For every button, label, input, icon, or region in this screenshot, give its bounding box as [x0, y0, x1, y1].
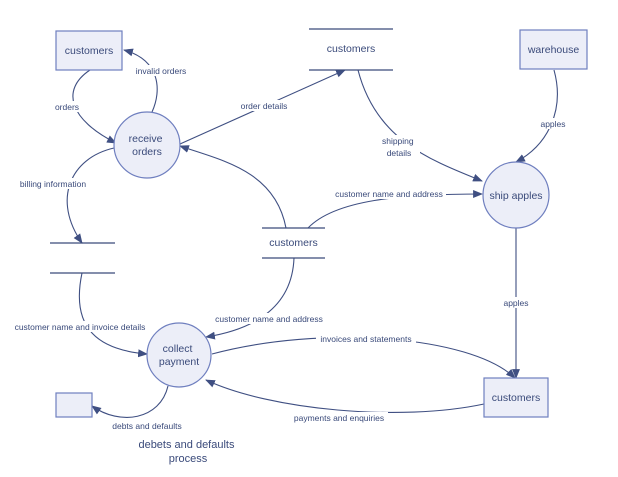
label-customer-invoice-details: customer name and invoice details [15, 322, 146, 332]
label-apples-to-customers: apples [503, 298, 528, 308]
entity-customers-bottom-right[interactable]: customers [483, 377, 549, 418]
flow-customer-name-address-ship[interactable] [307, 190, 483, 229]
process-collect-payment[interactable]: collect payment [146, 322, 212, 388]
process-label: receive orders [129, 133, 166, 158]
diagram-caption: debets and defaults process [138, 439, 237, 465]
label-debts-defaults: debts and defaults [112, 421, 181, 431]
flows [66, 48, 558, 418]
flow-invalid-orders[interactable] [123, 48, 158, 113]
entity-customers-top-left[interactable]: customers [55, 30, 123, 71]
entity-unnamed[interactable] [55, 392, 93, 418]
flow-customer-name-address-collect[interactable] [205, 257, 295, 340]
flow-shipping-details[interactable] [357, 69, 483, 182]
process-label: collect payment [159, 343, 199, 368]
flow-payments-enquiries[interactable] [205, 379, 485, 413]
entity-warehouse[interactable]: warehouse [519, 29, 588, 70]
label-order-details: order details [241, 101, 288, 111]
label-customer-name-address-ship: customer name and address [335, 189, 443, 199]
process-ship-apples[interactable]: ship apples [482, 161, 550, 229]
store-label: customers [327, 43, 375, 55]
label-customer-name-address-collect: customer name and address [215, 314, 323, 324]
flow-billing-information[interactable] [66, 147, 115, 244]
label-apples-warehouse: apples [540, 119, 565, 129]
flow-apples-warehouse[interactable] [515, 69, 558, 163]
store-label: customers [269, 237, 317, 249]
entity-label: customers [492, 392, 540, 404]
flow-customer-invoice-details[interactable] [78, 272, 148, 358]
label-billing-information: billing information [20, 179, 86, 189]
flow-debts-defaults[interactable] [91, 385, 169, 418]
label-invalid-orders: invalid orders [136, 66, 187, 76]
label-orders: orders [55, 102, 79, 112]
flow-labels: invalid orders orders order details bill… [10, 65, 570, 431]
entity-label: customers [65, 45, 113, 57]
store-customers-middle[interactable]: customers [262, 227, 325, 259]
entity-label: warehouse [527, 44, 580, 56]
process-receive-orders[interactable]: receive orders [113, 111, 181, 179]
process-label: ship apples [489, 190, 542, 202]
store-unnamed[interactable] [50, 242, 115, 274]
label-invoices-statements: invoices and statements [320, 334, 411, 344]
label-shipping-details: shipping details [382, 136, 416, 158]
flow-store-to-receive-orders[interactable] [179, 145, 287, 229]
store-customers-top[interactable]: customers [309, 28, 393, 71]
label-payments-enquiries: payments and enquiries [294, 413, 384, 423]
